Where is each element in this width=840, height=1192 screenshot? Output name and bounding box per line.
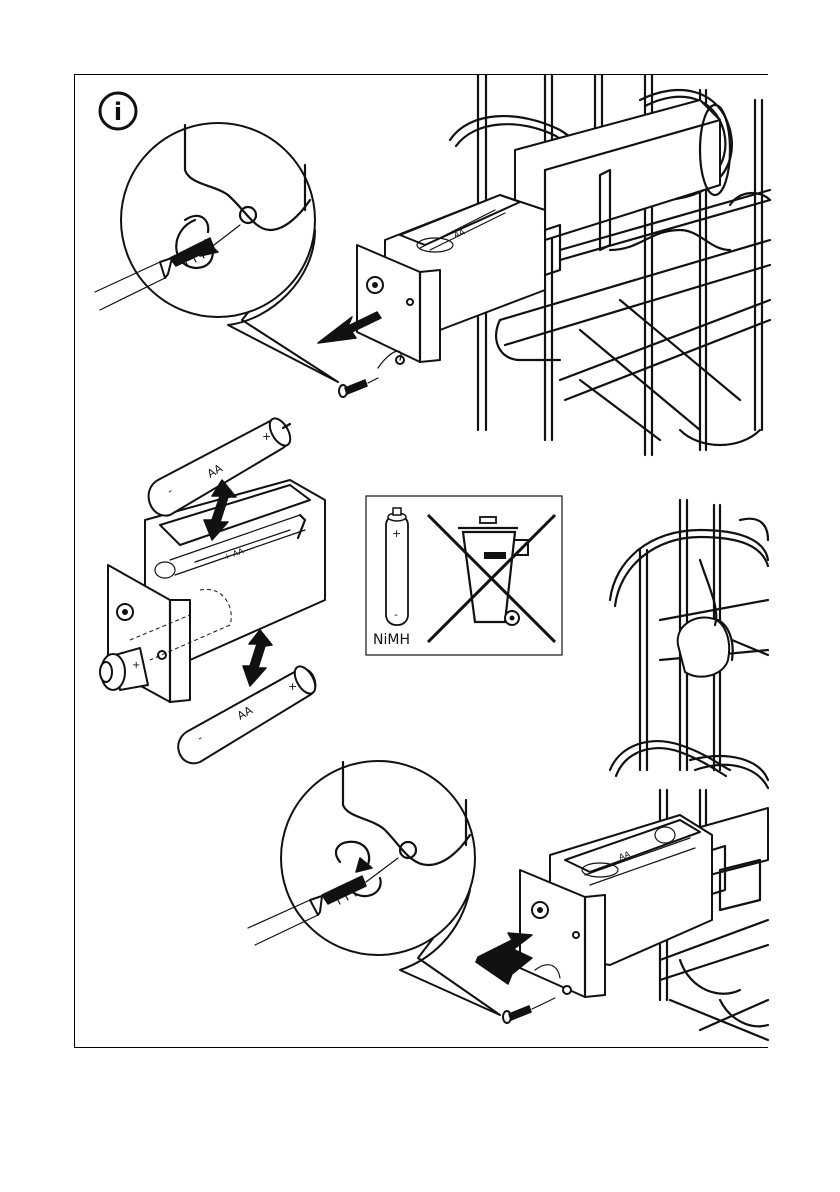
battery-box-open: + AA + — [100, 480, 325, 702]
info-icon: i — [100, 93, 136, 129]
wire-rack-middle — [610, 500, 768, 770]
screw-top — [339, 351, 401, 397]
arrow-insert — [476, 933, 532, 984]
battery-top-plus: + — [262, 430, 271, 443]
info-glyph: i — [114, 98, 122, 126]
magnifier-top — [95, 123, 338, 382]
battery-box-housing-top — [515, 100, 730, 250]
nimh-plus: + — [392, 527, 401, 540]
magnifier-bottom — [248, 761, 500, 1015]
battery-bottom-plus: + — [288, 680, 297, 693]
nimh-battery-icon: + - — [386, 508, 408, 625]
nimh-minus: - — [394, 608, 398, 621]
recycling-notice: + - NiMH — [366, 496, 562, 655]
holder-plus: + — [132, 660, 140, 671]
arrow-battery-bottom — [243, 630, 272, 686]
nimh-label: NiMH — [373, 632, 410, 648]
